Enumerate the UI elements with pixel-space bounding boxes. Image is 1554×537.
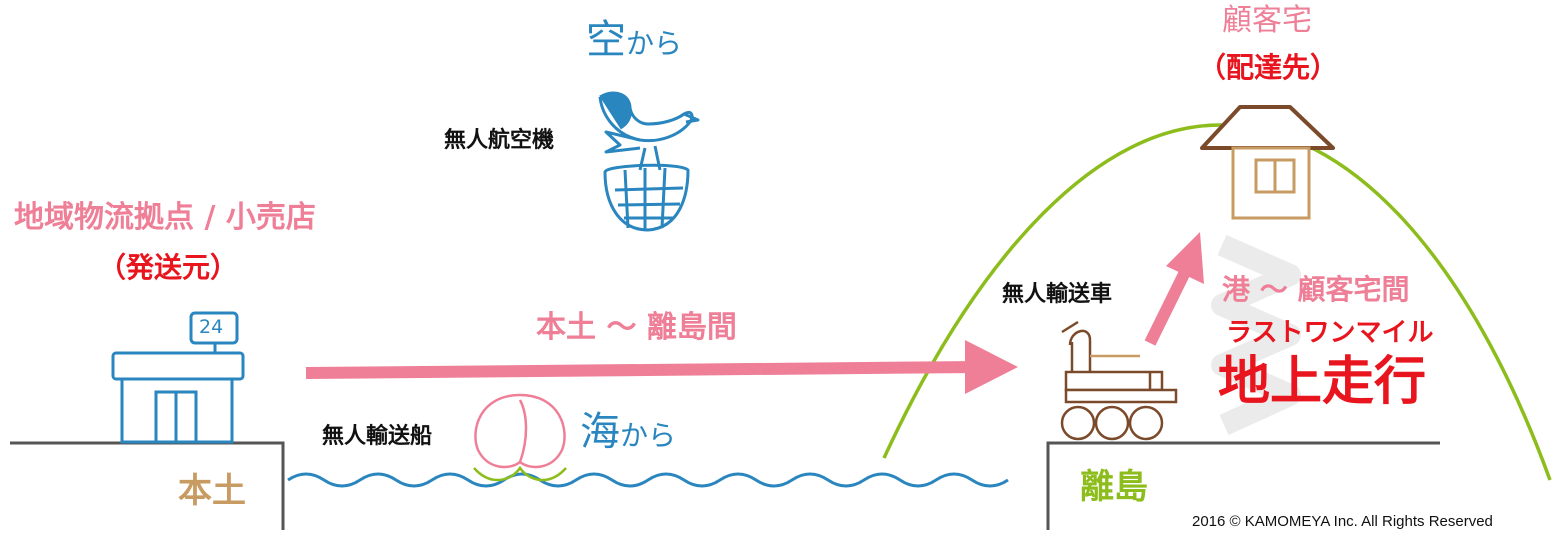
mainland-ground [10, 441, 285, 530]
sea-waves [287, 472, 1009, 488]
air-heading-small: から [626, 27, 683, 60]
zigzag-road [1211, 234, 1301, 436]
destination-title: 顧客宅 [1222, 3, 1312, 38]
boat-icon [473, 393, 567, 482]
store-icon [111, 311, 245, 444]
origin-subtitle: （発送元） [98, 251, 239, 284]
store-sign-number: 24 [199, 316, 224, 338]
land-method-label: 地上走行 [1218, 352, 1427, 412]
mainland-label: 本土 [178, 471, 246, 511]
drone-icon [598, 91, 700, 232]
island-ground [1046, 441, 1440, 530]
sea-heading-small: から [620, 419, 677, 452]
uphill-arrow [1144, 232, 1204, 346]
cart-icon [1060, 320, 1178, 441]
land-segment-label: 港 ～ 顧客宅間 [1222, 273, 1410, 306]
copyright-text: 2016 © KAMOMEYA Inc. All Rights Reserved [1192, 513, 1493, 530]
hill-curve [882, 123, 1552, 481]
air-heading-big: 空 [586, 17, 626, 63]
cart-label: 無人輸送車 [1002, 282, 1113, 307]
house-icon [1200, 105, 1335, 220]
sea-heading-big: 海 [580, 409, 620, 455]
route-arrow [305, 340, 1018, 394]
last-mile-label: ラストワンマイル [1226, 318, 1434, 348]
island-label: 離島 [1080, 467, 1148, 507]
route-label: 本土 ～ 離島間 [536, 310, 737, 345]
air-heading: 空から [586, 20, 682, 60]
sea-heading: 海から [580, 412, 676, 452]
boat-label: 無人輸送船 [322, 424, 433, 449]
drone-label: 無人航空機 [444, 128, 555, 153]
destination-subtitle: （配達先） [1198, 51, 1339, 84]
origin-title: 地域物流拠点 / 小売店 [14, 200, 316, 235]
